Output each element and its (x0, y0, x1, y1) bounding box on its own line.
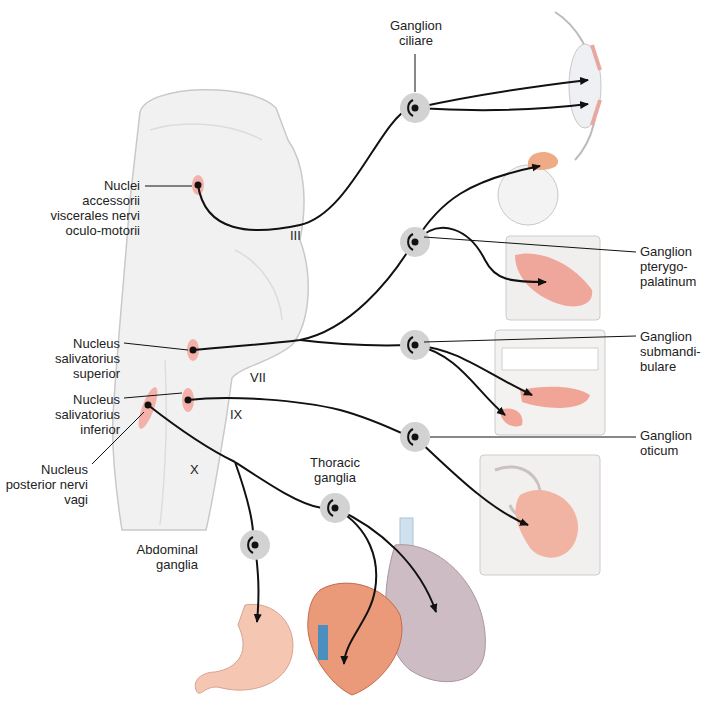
ganglion-label: Ganglion oticum (640, 428, 715, 458)
nerve-number: X (190, 462, 199, 477)
nucleus-label: Nucleus salivatorius superior (22, 336, 120, 381)
ganglion-label: Ganglion submandi-bulare (640, 329, 715, 374)
nerve-fibres (148, 80, 588, 664)
ganglion (400, 227, 430, 257)
nerve-number: IX (230, 407, 242, 422)
ganglion (400, 93, 430, 123)
ganglion (240, 530, 270, 560)
ganglion-label: Abdominal ganglia (116, 542, 198, 572)
nerve-number: III (290, 228, 301, 243)
brainstem (113, 90, 308, 530)
nucleus-label: Nucleus salivatorius inferior (22, 392, 120, 437)
nerve-number: VII (250, 370, 266, 385)
ganglion (400, 422, 430, 452)
ganglion (320, 493, 350, 523)
ganglion-label: Ganglion ciliare (378, 18, 454, 48)
ganglion-label: Thoracic ganglia (300, 455, 370, 485)
nucleus-label: Nucleus posterior nervi vagi (2, 462, 88, 507)
leader-lines (92, 54, 636, 464)
nucleus (135, 385, 161, 430)
nucleus (192, 175, 204, 195)
ganglion (400, 330, 430, 360)
nucleus-label: Nuclei accessorii viscerales nervi oculo… (50, 178, 140, 238)
ganglion-label: Ganglion pterygo-palatinum (640, 244, 715, 289)
